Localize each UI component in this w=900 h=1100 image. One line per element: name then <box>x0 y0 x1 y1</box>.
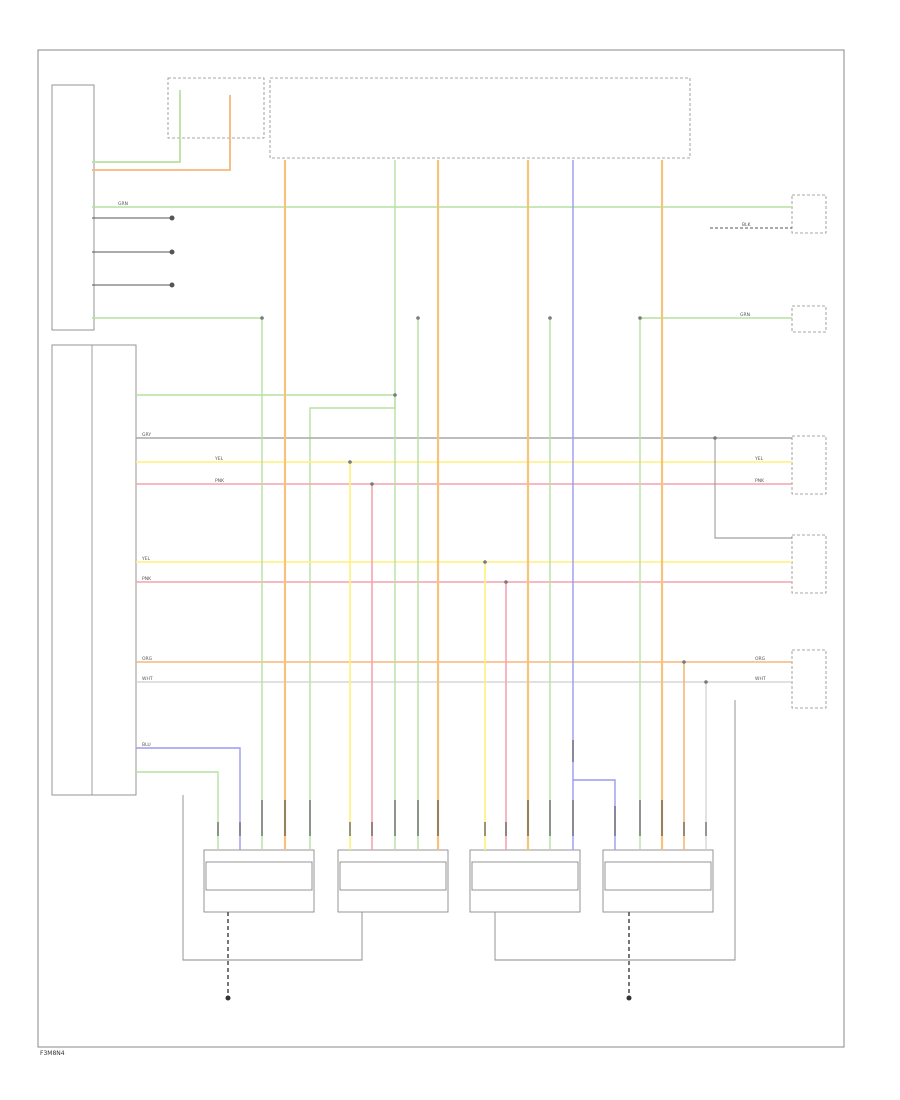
actuator-module-2 <box>337 849 449 913</box>
left-control-module-box <box>51 84 95 331</box>
label-org: ORG <box>142 656 153 662</box>
actuator-module-4 <box>602 849 714 913</box>
label-pnk-2: PNK <box>142 576 152 582</box>
splice-3 <box>548 316 552 320</box>
label-wht: WHT <box>142 676 153 682</box>
splice-8 <box>504 580 508 584</box>
splice-9 <box>682 660 686 664</box>
right-connector-2 <box>791 305 827 333</box>
top-center-module-box <box>269 77 691 159</box>
actuator-pin-ticks <box>217 740 707 836</box>
splice-11 <box>713 436 717 440</box>
label-grn-right: GRN <box>740 312 750 318</box>
splice-5 <box>348 460 352 464</box>
label-grn: GRN <box>118 201 128 207</box>
ground-symbol-1 <box>169 215 175 221</box>
wire-gray-return <box>714 438 792 539</box>
actuator-module-4-inner <box>604 861 712 891</box>
label-yel: YEL <box>214 456 224 462</box>
top-fuse-block-box <box>167 77 265 139</box>
splice-6 <box>370 482 374 486</box>
label-yel-2: YEL <box>141 556 151 562</box>
splice-4 <box>638 316 642 320</box>
ground-point-right <box>626 995 632 1001</box>
label-blu: BLU <box>142 742 151 748</box>
ground-symbol-2 <box>169 249 175 255</box>
actuator-module-1-inner <box>205 861 313 891</box>
left-switch-module-box <box>51 344 137 796</box>
wire-h-green-switch <box>136 394 396 850</box>
splice-12 <box>393 393 397 397</box>
right-connector-1 <box>791 194 827 234</box>
splice-1 <box>260 316 264 320</box>
splice-7 <box>483 560 487 564</box>
ground-return-left <box>182 795 363 961</box>
label-pnk: PNK <box>215 478 225 484</box>
wire-h-green-switch-2 <box>136 771 219 850</box>
diagram-frame <box>37 49 845 1048</box>
label-gry: GRY <box>142 432 151 438</box>
ground-symbol-3 <box>169 282 175 288</box>
label-pnk-right: PNK <box>755 478 765 484</box>
label-org-right: ORG <box>755 656 766 662</box>
label-blk: BLK <box>742 222 752 228</box>
actuator-module-2-inner <box>339 861 447 891</box>
right-connector-3 <box>791 435 827 495</box>
ground-point-left <box>225 995 231 1001</box>
right-connector-4 <box>791 534 827 594</box>
splice-2 <box>416 316 420 320</box>
splice-10 <box>704 680 708 684</box>
wire-v-blue-lower <box>573 779 616 850</box>
ground-return-right <box>494 700 736 961</box>
right-connector-5 <box>791 649 827 709</box>
actuator-module-3 <box>469 849 581 913</box>
actuator-module-1 <box>203 849 315 913</box>
wire-h-blue-switch <box>136 747 241 850</box>
label-yel-right: YEL <box>754 456 764 462</box>
footer-code: F3M8N4 <box>40 1050 65 1057</box>
fuse-feed-orange <box>92 95 231 171</box>
actuator-module-3-inner <box>471 861 579 891</box>
label-wht-right: WHT <box>755 676 766 682</box>
fuse-feed-green <box>92 90 181 163</box>
